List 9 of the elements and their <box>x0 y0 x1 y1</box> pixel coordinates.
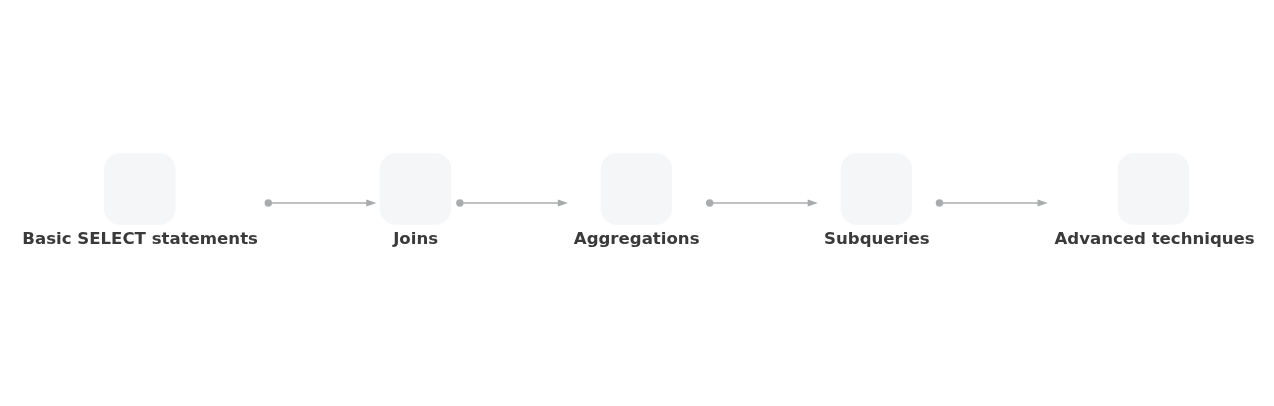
node-label: Joins <box>393 229 439 249</box>
node-label: Advanced techniques <box>1054 229 1255 249</box>
node-label: Basic SELECT statements <box>22 229 258 249</box>
arrow <box>706 199 818 207</box>
arrow <box>935 199 1048 207</box>
arrow <box>456 199 569 207</box>
node-label: Aggregations <box>573 229 700 249</box>
node-label: Subqueries <box>824 229 930 249</box>
arrow <box>264 199 377 207</box>
